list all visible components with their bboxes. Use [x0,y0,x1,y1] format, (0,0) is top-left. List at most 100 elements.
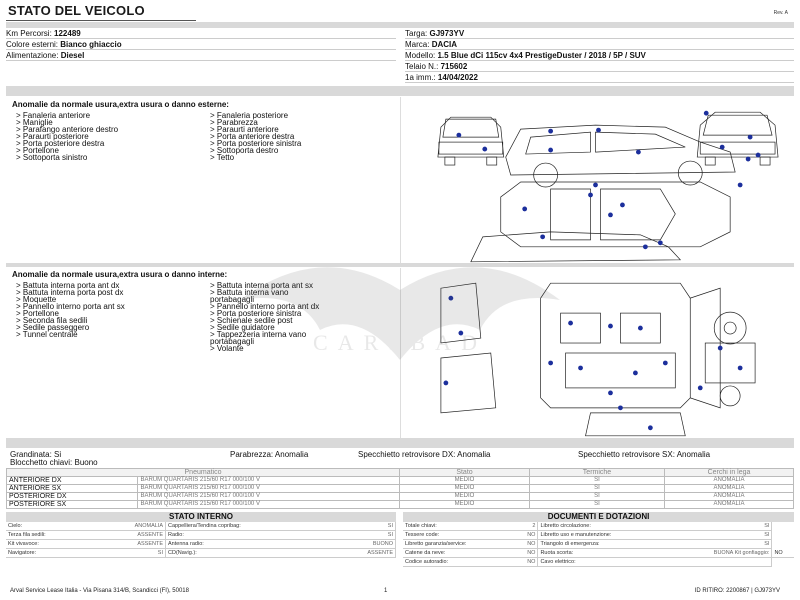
kv-value: ANOMALIA [95,522,167,531]
info-value: DACIA [431,40,458,49]
anomaly-item: > Tetto [210,153,235,162]
external-list-col2: > Fanaleria posteriore> Parabrezza> Para… [210,111,302,162]
kv-value: ASSENTE [95,530,167,540]
kv-label: Catene da neve: [403,548,516,558]
damage-marker [747,134,753,140]
anomaly-item: > Portellone [16,309,59,318]
damage-marker [548,128,554,134]
damage-marker [596,127,601,133]
kv-value: SI [668,530,773,540]
info-label: Colore esterni: [6,40,59,49]
kv-value: NO [515,539,539,549]
info-km: Km Percorsi: 122489 [6,28,396,39]
anomaly-item: > Battuta interna porta post dx [16,288,124,297]
damage-marker [448,295,454,301]
damage-marker [637,325,643,331]
anomaly-item: > Portellone [16,146,59,155]
damage-marker [618,405,623,411]
kv-label: Libretto circolazione: [537,522,669,531]
damage-marker [717,345,723,351]
anomaly-item: > Maniglie [16,118,53,127]
vehicle-info-left: Km Percorsi: 122489 Colore esterni: Bian… [6,28,396,61]
anomaly-item: > Sedile passeggero [16,323,90,332]
footer-address: Arval Service Lease Italia - Via Pisana … [10,588,189,594]
tyres-table: Pneumatico Stato Termiche Cerchi in lega… [5,468,794,509]
anomaly-item: > Sottoporta destro [210,146,279,155]
anomaly-item: > Fanaleria anteriore [16,111,91,120]
tyre-termiche: SI [529,500,665,509]
kv-label: Triangolo di emergenza: [537,539,669,549]
anomaly-item: > Porta posteriore destra [16,139,105,148]
header-pneumatico: Pneumatico [6,468,400,477]
info-marca: Marca: DACIA [405,39,794,50]
damage-marker [755,152,761,158]
tyre-stato: MEDIO [399,484,530,493]
title-underline [6,20,196,21]
damage-marker [745,156,751,162]
anomaly-item: > Fanaleria posteriore [210,111,289,120]
damage-marker [662,360,668,366]
anomaly-item: > Porta posteriore sinistra [210,139,302,148]
internal-list-col2: > Battuta interna porta ant sx> Battuta … [210,282,319,353]
kv-value: BUONA Kit gonfiaggio: [668,548,773,558]
anomaly-item: > Paraurti anteriore [210,125,279,134]
tyre-termiche: SI [529,476,665,485]
damage-marker [620,202,625,208]
tyre-position: ANTERIORE DX [5,476,139,485]
info-label: Alimentazione: [6,51,59,60]
damage-marker [647,425,653,431]
info-label: Targa: [405,29,428,38]
kv-value: NO [515,557,539,567]
kv-label: Antenna radio: [165,539,331,549]
tyres-header-row: Pneumatico Stato Termiche Cerchi in lega [6,468,794,477]
tyre-model: BARUM QUARTARIS 215/60 R17 000/100 V [137,484,400,493]
damage-marker [548,147,554,153]
interior-damage-markers [443,295,743,431]
tyre-termiche: SI [529,492,665,501]
info-value: Diesel [60,51,85,60]
tyre-stato: MEDIO [399,500,530,509]
kv-label: CD(Navig.): [165,548,331,558]
header-bar [6,22,794,28]
footer-id-ritiro: ID RITIRO: 2200867 | GJ973YV [694,588,780,594]
damage-marker [456,132,462,138]
kv-value: BUONO [330,539,396,549]
kv-value: ASSENTE [95,539,167,549]
anomaly-item: > Pannello interno porta ant sx [16,302,125,311]
tyre-stato: MEDIO [399,476,530,485]
kv-label: Cappelliera/Tendina copribag: [165,522,331,531]
section-bar-mid [6,438,794,448]
kv-value: SI [330,530,396,540]
tyre-cerchi: ANOMALIA [664,476,794,485]
tyre-model: BARUM QUARTARIS 215/60 R17 000/100 V [137,492,400,501]
damage-marker [737,365,743,371]
damage-marker [578,365,583,371]
damage-marker [593,182,598,188]
kv-value: 2 [515,522,539,531]
damage-marker [737,182,743,188]
kv-label: Cielo: [6,522,96,531]
external-anomalies-title: Anomalie da normale usura,extra usura o … [12,100,229,109]
info-value: GJ973YV [429,29,465,38]
anomaly-item: > Sedile guidatore [210,323,275,332]
info-value: 715602 [440,62,468,71]
damage-marker [697,385,703,391]
anomaly-item: > Volante [210,344,244,353]
damage-marker [608,212,613,218]
kv-label: Libretto uso e manutenzione: [537,530,669,540]
header-stato: Stato [399,468,530,477]
kv-label: Tessere code: [403,530,516,540]
tyre-stato: MEDIO [399,492,530,501]
exterior-damage-diagram [400,97,779,265]
kv-label: Kit vivavoce: [6,539,96,549]
stato-interno-title: STATO INTERNO [6,512,396,522]
tyre-model: BARUM QUARTARIS 215/60 R17 000/100 V [137,476,400,485]
info-label: Marca: [405,40,430,49]
damage-marker [703,110,709,116]
